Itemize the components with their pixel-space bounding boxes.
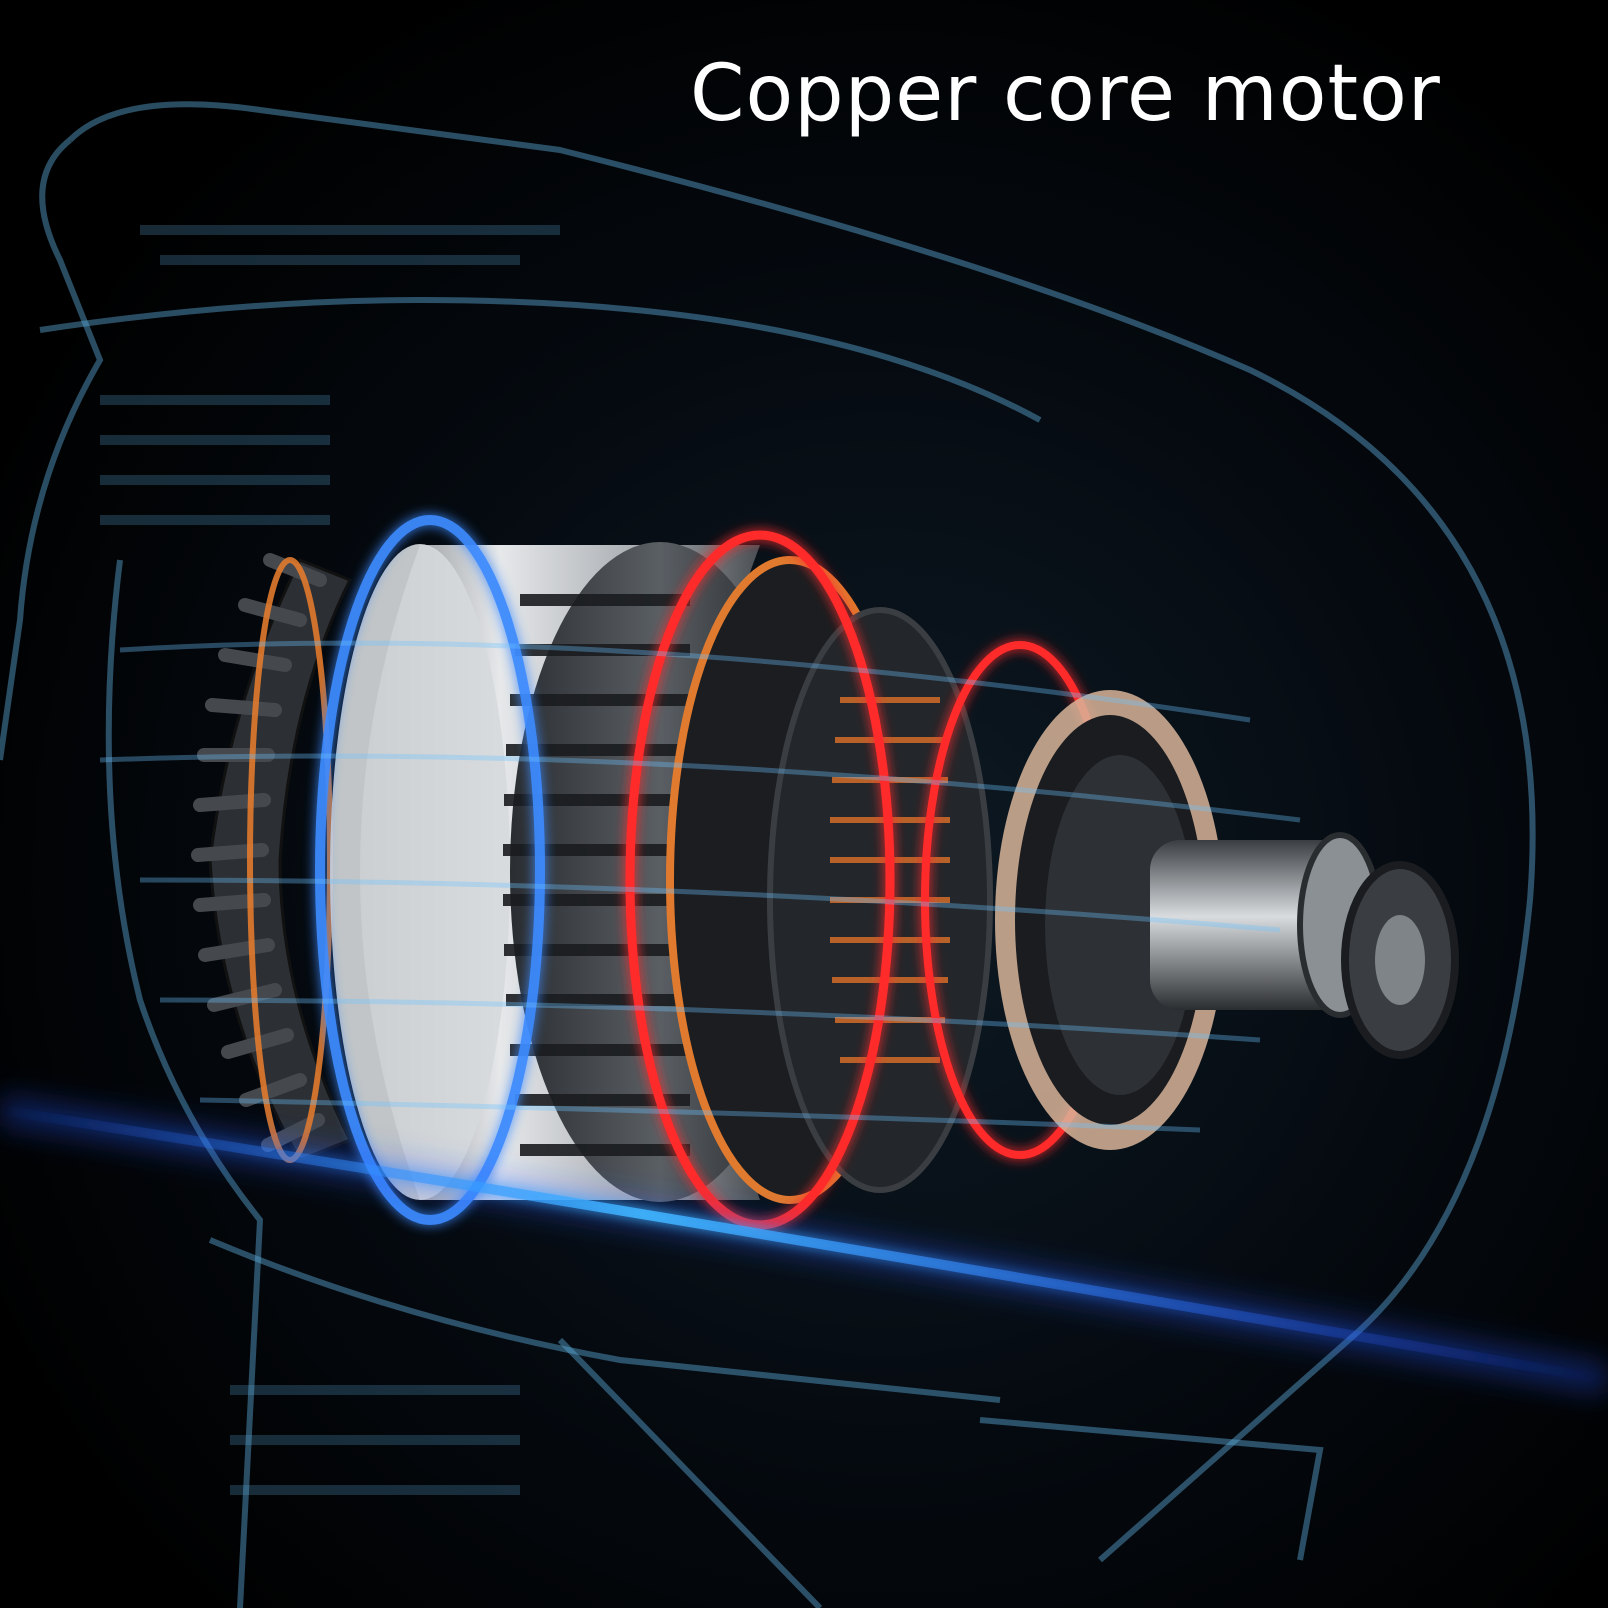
- copper-windings: [666, 556, 993, 1204]
- bearing-plate: [995, 690, 1225, 1150]
- shaft-assembly: [1150, 832, 1459, 1059]
- airflow-streaks: [99, 640, 1301, 1133]
- headline-text: Copper core motor: [690, 49, 1441, 139]
- blue-glow-ring: [315, 515, 545, 1225]
- housing-fins: [100, 225, 560, 1495]
- housing-outline: [0, 101, 1536, 1608]
- rotor-bars: [503, 594, 690, 1156]
